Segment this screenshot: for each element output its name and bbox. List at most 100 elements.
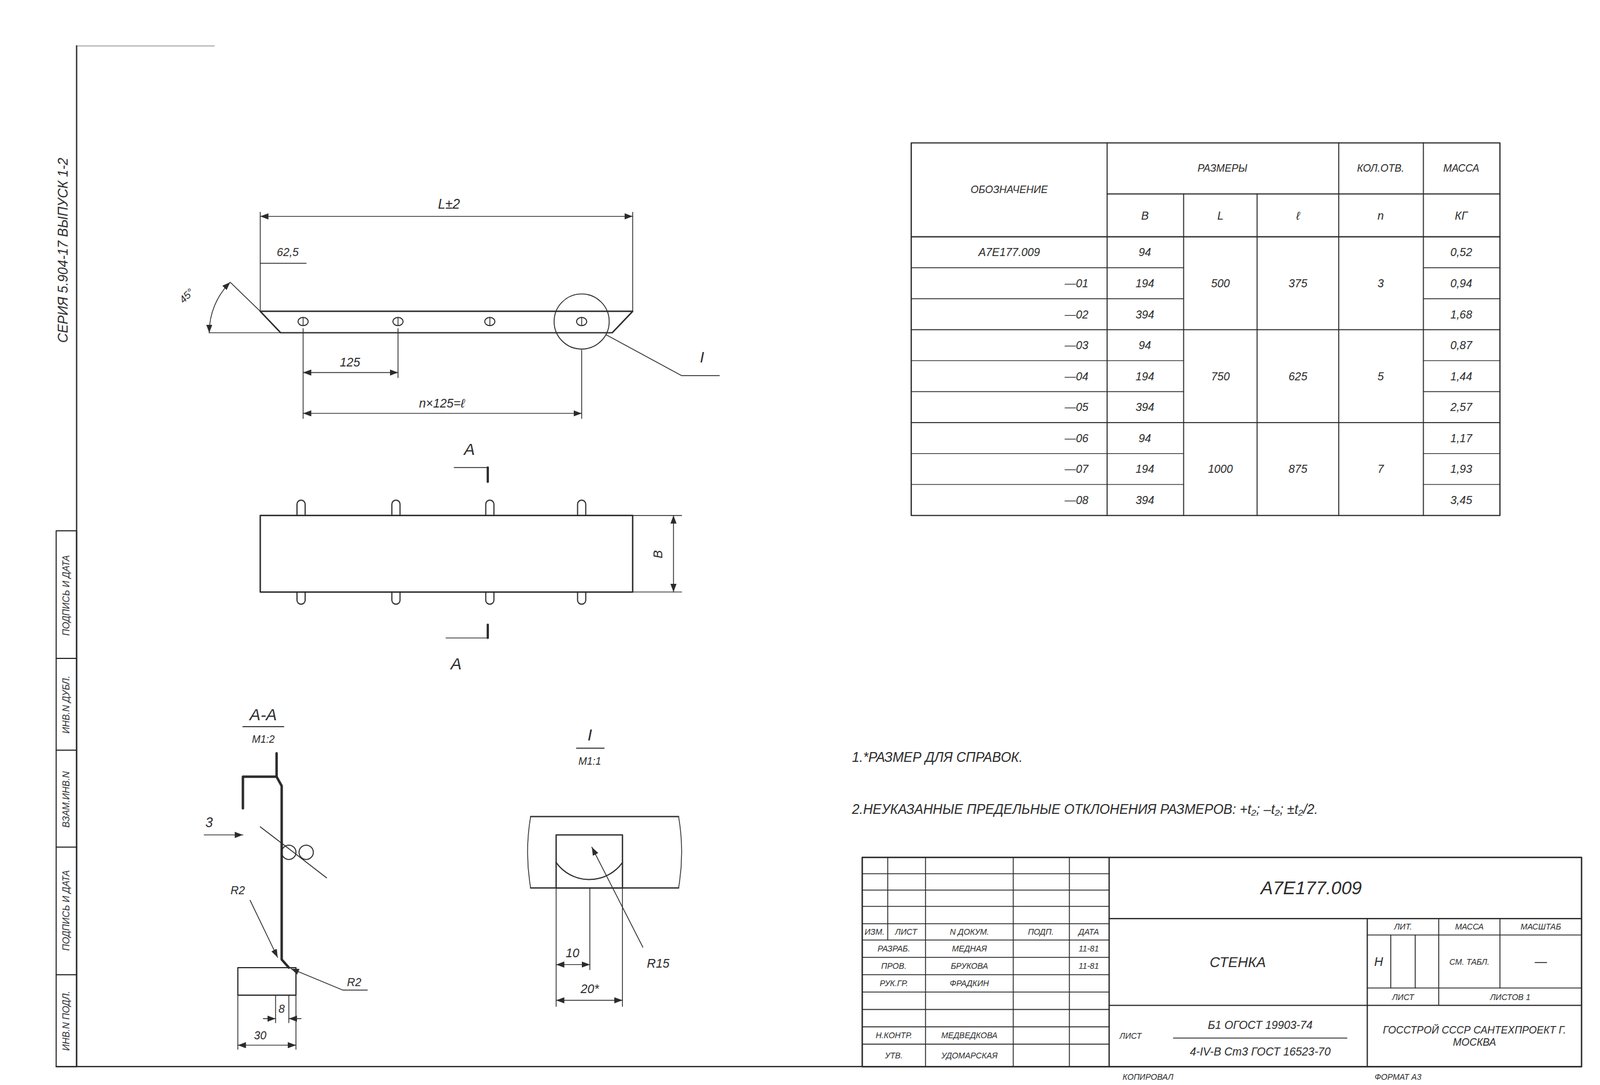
leader-line xyxy=(290,968,367,990)
title-block-line xyxy=(862,1043,1109,1045)
extension-line xyxy=(632,591,682,592)
drawing-label: МЕДВЕДКОВА xyxy=(941,1030,998,1040)
wall-edge xyxy=(530,815,679,817)
drawing-label: А7Е177.009 xyxy=(1260,877,1362,899)
tab xyxy=(485,499,495,515)
drawing-label: ФРАДКИН xyxy=(949,977,990,987)
drawing-label: КГ xyxy=(1454,208,1468,222)
wall-top-view xyxy=(260,311,633,333)
table-line xyxy=(911,391,1184,392)
drawing-label: А7Е177.009 xyxy=(978,245,1041,259)
drawing-label: 7 xyxy=(1377,462,1384,475)
extension-line xyxy=(632,514,682,516)
drawing-label: КОПИРОВАЛ xyxy=(1122,1071,1174,1082)
title-block-line xyxy=(1438,918,1440,1005)
table-line xyxy=(911,236,1501,238)
drawing-label: ЛИСТ xyxy=(895,926,918,937)
drawing-label: n xyxy=(1377,208,1384,222)
title-block-line xyxy=(862,1008,1109,1011)
drawing-label: —01 xyxy=(1064,276,1089,290)
dimension-line xyxy=(555,999,623,1001)
drawing-label: 3 xyxy=(205,814,214,830)
section-mark xyxy=(454,466,488,468)
drawing-label: ЛИСТОВ 1 xyxy=(1490,992,1531,1002)
drawing-label: 0,94 xyxy=(1450,276,1473,290)
drawing-label: ПОДПИСЬ И ДАТА xyxy=(61,870,72,951)
drawing-label: 11-81 xyxy=(1078,943,1100,953)
slot-symbol xyxy=(484,317,496,326)
frame-line xyxy=(76,45,215,47)
drawing-label: —05 xyxy=(1064,400,1089,414)
drawing-label: СЕРИЯ 5.904-17 ВЫПУСК 1-2 xyxy=(55,157,71,343)
table-frame xyxy=(911,142,1501,516)
drawing-label: —06 xyxy=(1064,431,1089,445)
drawing-label: R15 xyxy=(647,956,670,971)
drawing-label: А-А xyxy=(249,704,277,725)
slot-symbol xyxy=(298,317,309,326)
drawing-label: 0,52 xyxy=(1450,245,1473,259)
table-line xyxy=(911,483,1184,485)
drawing-label: Н.КОНТР. xyxy=(875,1030,912,1040)
tab xyxy=(297,591,306,604)
drawing-label: I xyxy=(699,348,704,366)
mating-part xyxy=(238,967,297,996)
table-line xyxy=(911,453,1184,454)
drawing-label: 194 xyxy=(1135,462,1154,475)
table-line xyxy=(911,359,1184,361)
drawing-label: —07 xyxy=(1064,462,1089,475)
drawing-label: РУК.ГР. xyxy=(880,977,909,987)
leader-line xyxy=(606,334,720,376)
drawing-label: 875 xyxy=(1288,462,1308,475)
table-line xyxy=(1183,193,1185,515)
drawing-label: Б1 ОГОСТ 19903-74 xyxy=(1207,1018,1313,1031)
drawing-label: 11-81 xyxy=(1078,960,1100,970)
leader-line xyxy=(591,847,643,948)
drawing-label: L±2 xyxy=(437,196,460,212)
drawing-label: ПОДП. xyxy=(1027,926,1054,937)
dimension-line xyxy=(238,1044,297,1045)
drawing-label: 194 xyxy=(1135,369,1154,383)
drawing-label: М1:2 xyxy=(251,732,275,745)
extension-line xyxy=(632,212,633,311)
margin-stamp-line xyxy=(56,846,77,848)
drawing-label: ЛИСТ xyxy=(1119,1030,1142,1041)
drawing-label: 1,93 xyxy=(1450,462,1473,475)
drawing-label: 3 xyxy=(1377,276,1384,290)
drawing-label: 375 xyxy=(1288,276,1308,290)
drawing-label: R2 xyxy=(346,975,362,989)
drawing-label: 62,5 xyxy=(276,245,299,259)
dimension-line xyxy=(673,515,674,592)
drawing-label: 2.НЕУКАЗАННЫЕ ПРЕДЕЛЬНЫЕ ОТКЛОНЕНИЯ РАЗМ… xyxy=(852,801,1319,817)
break-symbol xyxy=(260,826,327,878)
dimension-line xyxy=(303,412,582,414)
slot-axis xyxy=(581,317,582,326)
slot-axis xyxy=(302,317,304,326)
title-block-line xyxy=(1367,986,1582,989)
extension-line xyxy=(581,350,582,419)
dimension-line xyxy=(303,372,399,373)
table-line xyxy=(1107,193,1501,195)
drawing-label: 194 xyxy=(1135,276,1154,290)
table-line xyxy=(1423,298,1500,299)
drawing-label: N ДОКУМ. xyxy=(949,926,990,937)
slot-axis xyxy=(489,317,490,326)
table-line xyxy=(911,298,1184,299)
table-line xyxy=(1423,267,1500,269)
drawing-label: 45° xyxy=(177,286,197,306)
extension-line xyxy=(302,328,304,419)
drawing-label: 1000 xyxy=(1207,462,1233,475)
slot-arc xyxy=(555,862,623,879)
section-profile xyxy=(242,752,277,808)
table-line xyxy=(1256,193,1258,515)
drawing-label: БРУКОВА xyxy=(950,960,988,970)
title-block-line xyxy=(1068,856,1071,1067)
dimension-line xyxy=(263,1018,276,1019)
title-block-line xyxy=(887,856,889,940)
drawing-label: ФОРМАТ А3 xyxy=(1374,1071,1422,1082)
title-block-line xyxy=(862,1026,1109,1028)
drawing-label: 5 xyxy=(1377,369,1384,383)
drawing-label: УДОМАРСКАЯ xyxy=(941,1050,998,1060)
drawing-label: ЛИТ. xyxy=(1394,921,1413,931)
margin-stamp-line xyxy=(56,973,77,975)
